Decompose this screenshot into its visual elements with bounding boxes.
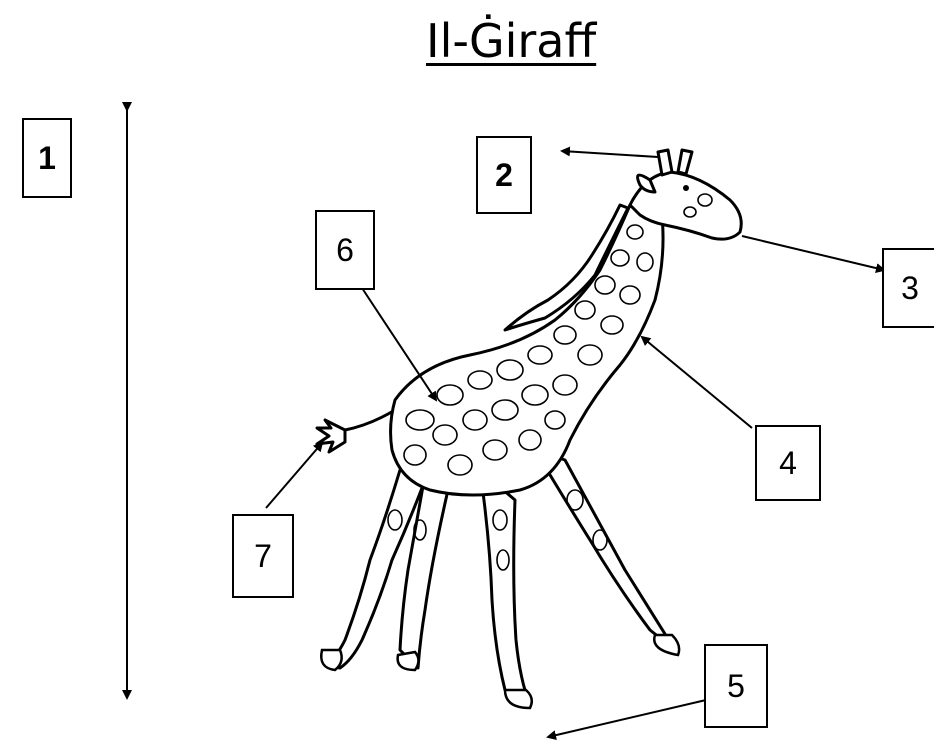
hooves	[320, 633, 681, 710]
label-1: 1	[22, 118, 72, 198]
arrow-5	[546, 693, 715, 741]
mane	[503, 203, 630, 332]
label-6: 6	[315, 210, 375, 290]
front-leg-right	[533, 448, 677, 652]
arrow-2	[560, 146, 659, 158]
back-leg-right	[398, 473, 450, 670]
tail	[344, 408, 396, 432]
arrow-6	[361, 287, 438, 402]
tail-tuft	[315, 418, 347, 454]
ossicone-right	[676, 148, 694, 176]
back-leg-left	[323, 468, 427, 670]
label-4: 4	[755, 425, 821, 501]
arrow-4	[640, 335, 753, 429]
eye	[683, 185, 689, 191]
label-3: 3	[882, 248, 934, 328]
arrow-3	[741, 235, 886, 273]
diagram-title: Il-Ġiraff	[426, 14, 597, 68]
label-2: 2	[476, 136, 532, 214]
torso	[389, 198, 665, 497]
giraffe-figure	[315, 148, 743, 707]
ossicone-left	[656, 148, 674, 177]
arrow-7	[265, 441, 324, 509]
ear	[636, 173, 657, 194]
label-5: 5	[704, 644, 768, 728]
coat-spots	[387, 193, 713, 571]
front-leg-left	[478, 468, 532, 707]
label-7: 7	[232, 514, 294, 598]
